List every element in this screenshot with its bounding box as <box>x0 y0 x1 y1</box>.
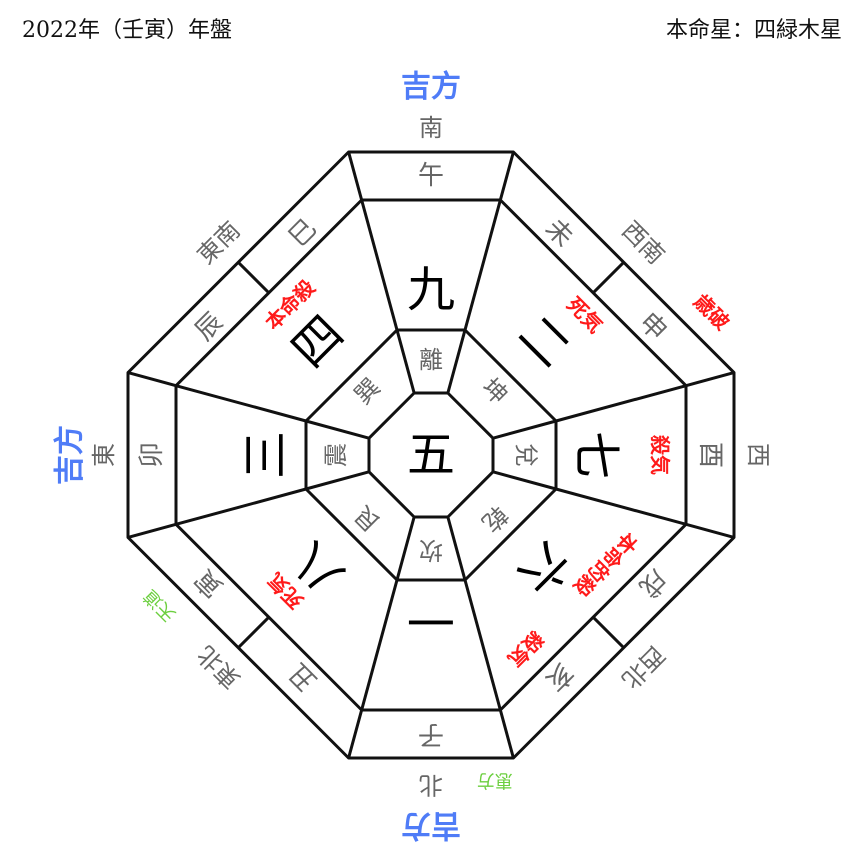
direction-east: 東 <box>90 443 118 467</box>
zodiac-divider <box>592 616 625 649</box>
zodiac-divider <box>237 616 270 649</box>
sector-divider <box>685 522 735 539</box>
direction-west: 西 <box>744 443 772 467</box>
honmeisei-label: 本命星：四緑木星 <box>665 18 842 43</box>
zodiac-saru: 申 <box>633 307 673 347</box>
eho-label: 恵方 <box>477 769 513 790</box>
chart-title: 2022年（壬寅）年盤 <box>22 18 232 43</box>
zodiac-inu: 戌 <box>633 563 673 603</box>
sector-divider <box>463 579 502 711</box>
zodiac-hitsuji: 未 <box>539 213 579 253</box>
direction-south: 南 <box>419 114 443 142</box>
sector-divider <box>395 516 416 581</box>
trigram-north: 坎 <box>419 536 443 564</box>
sector-divider <box>492 470 557 491</box>
trigram-west: 兌 <box>512 443 540 467</box>
trigram-southeast: 巽 <box>349 373 386 410</box>
trigram-northwest: 乾 <box>476 500 513 537</box>
sector-divider <box>175 487 307 526</box>
zodiac-uma: 午 <box>418 161 444 191</box>
zodiac-divider <box>237 261 270 294</box>
sector-divider <box>463 199 502 331</box>
zodiac-i: 亥 <box>539 657 579 697</box>
sakki-west-label: 殺気 <box>648 434 672 475</box>
sector-divider <box>347 709 364 759</box>
sector-divider <box>305 419 370 440</box>
saiha-label: 歳破 <box>689 289 734 334</box>
sakki-northwest-label: 殺気 <box>503 626 549 672</box>
sector-divider <box>446 329 467 394</box>
zodiac-tatsu: 辰 <box>189 307 229 347</box>
sector-divider <box>305 470 370 491</box>
sector-divider <box>446 516 467 581</box>
number-northwest: 六 <box>507 531 581 605</box>
sector-divider <box>360 579 399 711</box>
sector-divider <box>498 151 515 201</box>
sector-divider <box>360 199 399 331</box>
zodiac-divider <box>592 261 625 294</box>
zodiac-ushi: 丑 <box>283 657 323 697</box>
sector-divider <box>498 709 515 759</box>
number-center: 五 <box>407 427 455 483</box>
zodiac-ne: 子 <box>418 719 444 749</box>
zodiac-mi: 巳 <box>283 213 323 253</box>
sector-divider <box>555 384 687 423</box>
sector-divider <box>347 151 364 201</box>
direction-north: 北 <box>419 771 443 799</box>
trigram-south: 離 <box>419 346 443 374</box>
sector-divider <box>685 371 735 388</box>
number-north: 一 <box>407 592 455 648</box>
number-west: 七 <box>568 431 624 479</box>
board-lines <box>126 150 736 760</box>
trigram-northeast: 艮 <box>349 500 386 537</box>
sector-divider <box>127 371 177 388</box>
trigram-east: 震 <box>322 443 350 467</box>
lucky-direction-south: 吉方 <box>401 70 461 105</box>
sector-divider <box>492 419 557 440</box>
ring-0 <box>126 150 736 760</box>
lucky-direction-north: 吉方 <box>401 808 461 843</box>
sector-divider <box>555 487 687 526</box>
tendo-label: 天道 <box>140 585 180 625</box>
zodiac-tora: 寅 <box>189 563 229 603</box>
number-south: 九 <box>407 262 455 318</box>
zodiac-u: 卯 <box>137 442 167 468</box>
sector-divider <box>175 384 307 423</box>
sector-divider <box>127 522 177 539</box>
number-east: 三 <box>238 431 294 479</box>
sector-divider <box>395 329 416 394</box>
honmeiteki-satsu-label: 本命的殺 <box>568 527 642 601</box>
zodiac-tori: 酉 <box>695 442 725 468</box>
trigram-southwest: 坤 <box>476 373 513 410</box>
lucky-direction-east: 吉方 <box>53 425 88 485</box>
